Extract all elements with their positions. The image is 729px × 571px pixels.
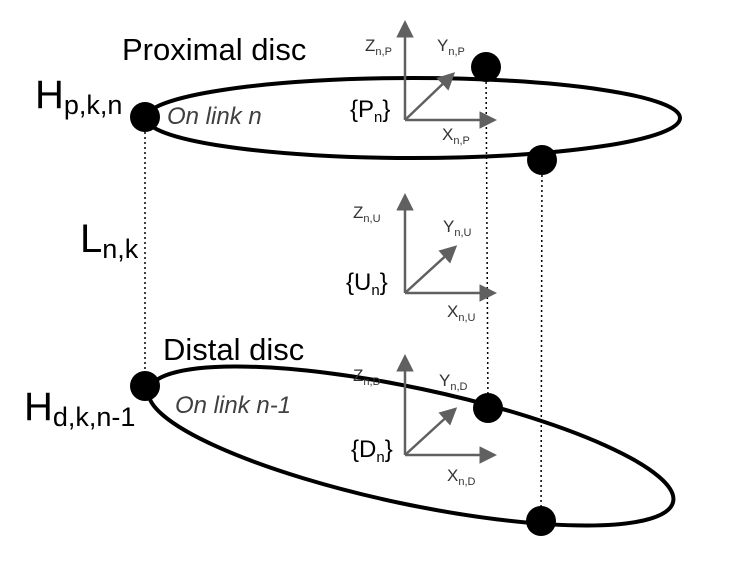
cable-line-middle — [485, 66, 489, 409]
proximal-hole-top — [471, 52, 501, 82]
distal-disc-title: Distal disc — [163, 332, 304, 367]
proximal-frame-label: {Pn} — [350, 96, 390, 126]
middle-z-axis-label: Zn,U — [353, 203, 381, 225]
distal-x-axis-label: Xn,D — [447, 466, 476, 488]
distal-hole-right — [526, 506, 556, 536]
distal-hole-label: Hd,k,n-1 — [24, 385, 135, 432]
proximal-hole-right — [527, 145, 557, 175]
distal-disc-ellipse — [146, 364, 676, 528]
proximal-hole-label: Hp,k,n — [35, 73, 122, 120]
cable-line-right — [540, 159, 543, 522]
middle-frame-axes — [396, 193, 497, 302]
cable-length-label: Ln,k — [80, 217, 139, 264]
proximal-hole-left — [130, 102, 160, 132]
proximal-x-axis-label: Xn,P — [442, 125, 470, 147]
distal-hole-left — [130, 371, 160, 401]
proximal-disc-subtitle: On link n — [167, 103, 262, 130]
proximal-disc-title: Proximal disc — [122, 32, 306, 67]
proximal-y-axis-label: Yn,P — [437, 36, 465, 58]
middle-frame-label: {Un} — [346, 269, 388, 299]
middle-y-axis-label: Yn,U — [443, 217, 472, 239]
middle-x-axis-label: Xn,U — [447, 302, 476, 324]
distal-frame-label: {Dn} — [351, 436, 393, 466]
distal-hole-middle — [473, 393, 503, 423]
proximal-frame-axes — [396, 20, 497, 129]
distal-z-axis-label: Zn,D — [353, 366, 381, 388]
proximal-z-axis-label: Zn,P — [365, 36, 392, 58]
distal-frame-axes — [396, 354, 497, 464]
distal-disc-subtitle: On link n-1 — [175, 392, 291, 419]
distal-y-axis-label: Yn,D — [439, 371, 468, 393]
